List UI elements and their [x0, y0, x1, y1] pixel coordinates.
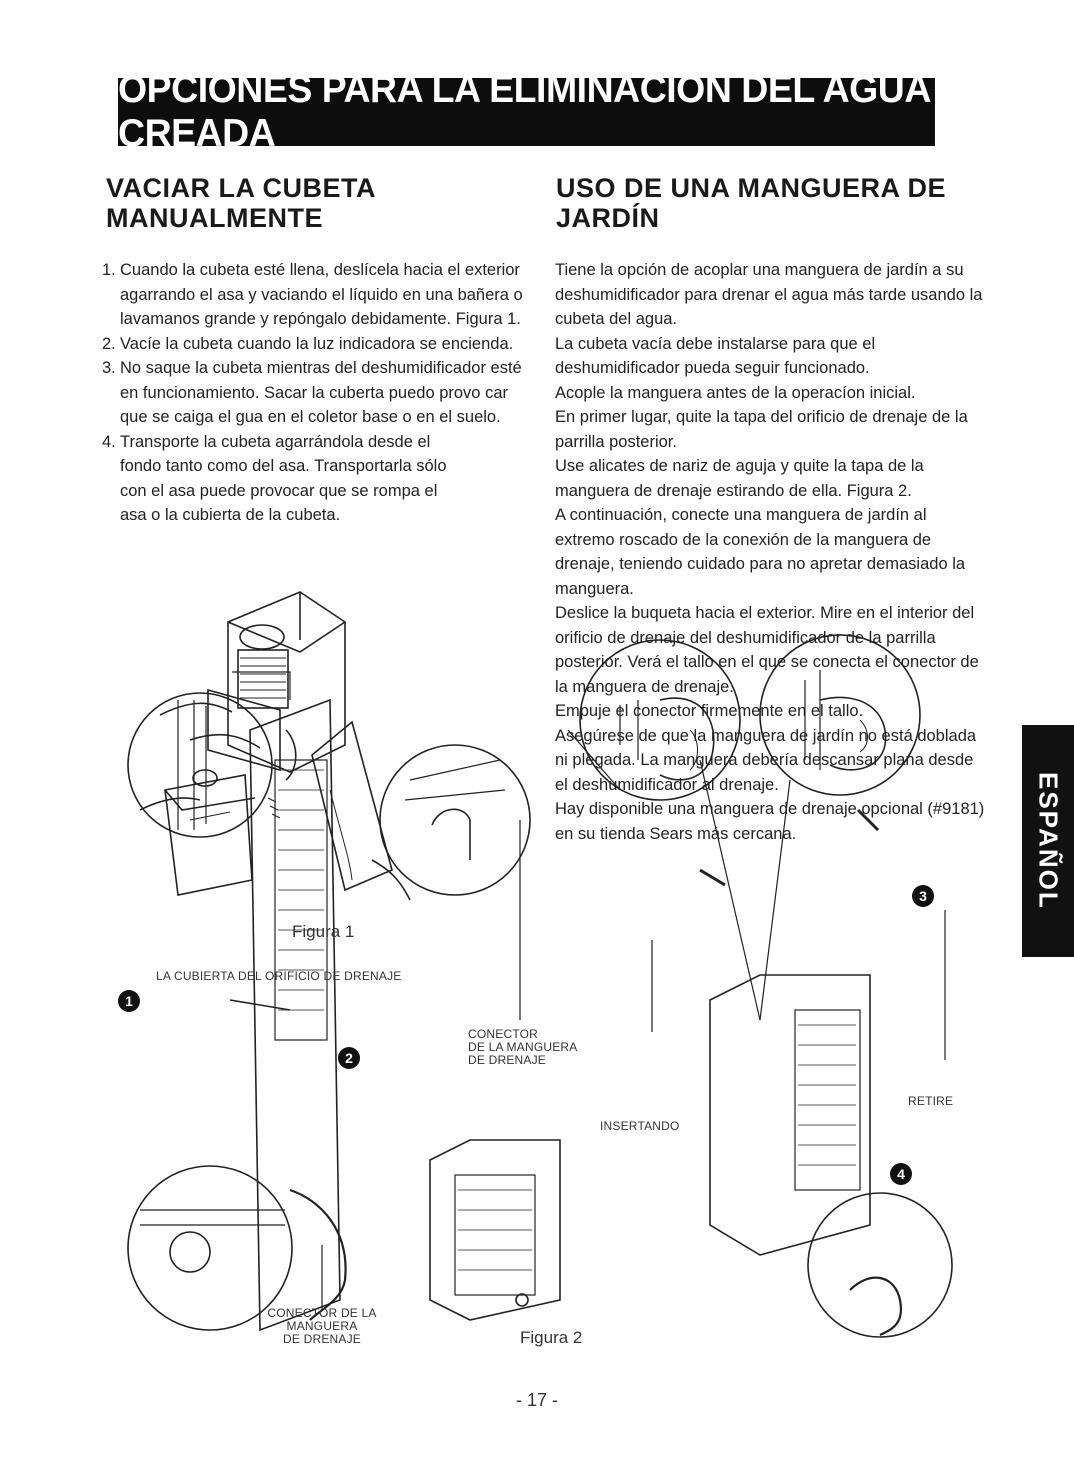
list-item: 4.Transporte la cubeta agarrándola desde…: [102, 430, 450, 528]
paragraph: En primer lugar, quite la tapa del orifi…: [555, 408, 968, 451]
hose-instructions: Tiene la opción de acoplar una manguera …: [555, 258, 985, 846]
label-drain-cover: LA CUBIERTA DEL ORIFICIO DE DRENAJE: [156, 969, 402, 983]
figure2-right-illustration: [567, 634, 953, 1338]
figure1-dehumidifier-illustration: [159, 591, 411, 901]
label-line: MANGUERA: [286, 1319, 358, 1333]
list-item: 1.Cuando la cubeta esté llena, deslícela…: [102, 258, 532, 332]
figure2-caption: Figura 2: [520, 1328, 583, 1347]
left-heading: VACIAR LA CUBETA MANUALMENTE: [106, 173, 375, 233]
page-number: - 17 -: [515, 1390, 558, 1410]
banner-title: OPCIONES PARA LA ELIMINACÍON DEL AGUA CR…: [118, 68, 930, 155]
paragraph: Asegúrese de que la manguera de jardín n…: [555, 726, 977, 794]
figure2-center-illustration: [379, 744, 561, 1321]
item-number: 3.: [102, 359, 116, 377]
paragraph: Deslice la buqueta hacia el exterior. Mi…: [555, 604, 979, 696]
paragraph: Hay disponible una manguera de drenaje o…: [555, 800, 985, 843]
language-tab: ESPAÑOL: [1022, 725, 1074, 957]
paragraph: Empuje el conector firmemente en el tall…: [555, 702, 864, 720]
item-text: No saque la cubeta mientras del deshumid…: [120, 359, 522, 426]
label-line: CONECTOR DE LA: [267, 1306, 377, 1320]
label-line: DE LA MANGUERA: [468, 1040, 578, 1054]
item-text: Vacíe la cubeta cuando la luz indicadora…: [120, 334, 514, 353]
label-line: DE DRENAJE: [468, 1053, 547, 1067]
list-item: 2.Vacíe la cubeta cuando la luz indicado…: [102, 332, 532, 357]
right-heading: USO DE UNA MANGUERA DE JARDÍN: [556, 173, 947, 233]
item-number: 4.: [102, 432, 116, 451]
paragraph: Use alicates de nariz de aguja y quite l…: [555, 457, 924, 500]
page-banner: OPCIONES PARA LA ELIMINACÍON DEL AGUA CR…: [118, 68, 935, 155]
paragraph: Tiene la opción de acoplar una manguera …: [555, 261, 983, 328]
label-line: CONECTOR: [468, 1027, 539, 1041]
manual-steps-list: 1.Cuando la cubeta esté llena, deslícela…: [102, 258, 532, 528]
label-line: DE DRENAJE: [282, 1332, 361, 1346]
step-badge-2: 2: [338, 1047, 360, 1069]
paragraph: A continuación, conecte una manguera de …: [555, 506, 966, 598]
label-remove: RETIRE: [908, 1094, 954, 1108]
label-connector-bottom: CONECTOR DE LA MANGUERA DE DRENAJE: [257, 1307, 387, 1346]
list-item: 3.No saque la cubeta mientras del deshum…: [102, 356, 532, 430]
paragraph: Acople la manguera antes de la operacíon…: [555, 383, 916, 402]
paragraph: La cubeta vacía debe instalarse para que…: [555, 334, 876, 378]
item-text: Cuando la cubeta esté llena, deslícela h…: [120, 261, 523, 328]
item-number: 2.: [102, 334, 116, 353]
label-inserting: INSERTANDO: [600, 1119, 680, 1133]
figure2-left-illustration: [127, 671, 347, 1332]
step-badge-3: 3: [912, 885, 934, 907]
item-number: 1.: [102, 261, 116, 279]
label-connector-top: CONECTOR DE LA MANGUERA DE DRENAJE: [468, 1028, 578, 1067]
figure1-caption: Figura 1: [292, 922, 355, 941]
language-tab-label: ESPAÑOL: [1033, 772, 1064, 910]
step-badge-1: 1: [118, 990, 140, 1012]
step-badge-4: 4: [890, 1163, 912, 1185]
item-text: Transporte la cubeta agarrándola desde e…: [120, 432, 447, 525]
